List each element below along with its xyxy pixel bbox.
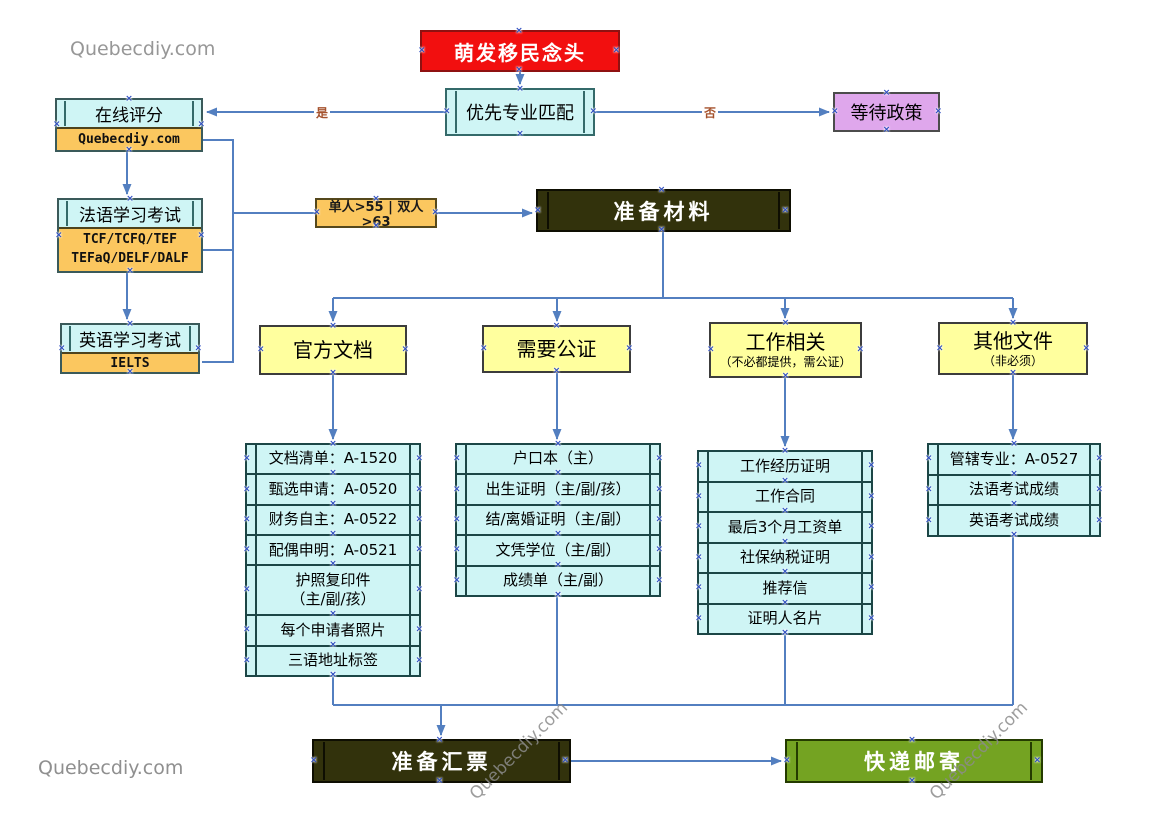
official-docs-title: 官方文档 <box>293 337 373 362</box>
french-exam-note-line2: TEFaQ/DELF/DALF <box>71 251 189 266</box>
selection-handle: × <box>243 514 251 525</box>
selection-handle: × <box>243 484 251 495</box>
list-item: 文档清单：A-1520××× <box>243 449 423 479</box>
selection-handle: × <box>707 344 715 355</box>
french-exam-title: 法语学习考试 <box>59 200 201 227</box>
list-item: 证明人名片××× <box>695 602 875 638</box>
notarize-list[interactable]: 户口本（主）×××出生证明（主/副/孩）×××结/离婚证明（主/副）×××文凭学… <box>453 440 663 600</box>
start-label: 萌发移民念头 <box>454 40 586 65</box>
prepare-draft-node[interactable]: 准备汇票 ×××× <box>310 736 571 786</box>
list-item: 社保纳税证明××× <box>695 541 875 577</box>
list-item: 法语考试成绩××× <box>925 473 1103 509</box>
selection-handle: × <box>257 344 265 355</box>
selection-handle: × <box>936 343 944 353</box>
french-exam-node[interactable]: 法语学习考试 TCF/TCFQ/TEF TEFaQ/DELF/DALF ×××× <box>55 195 205 276</box>
selection-handle: × <box>243 655 251 666</box>
list-item: 财务自主：A-0522××× <box>243 503 423 539</box>
selection-handle: × <box>418 45 428 56</box>
list-item: 每个申请者照片××× <box>243 614 423 649</box>
other-docs-header[interactable]: 其他文件 （非必须） ×××× <box>936 319 1090 378</box>
work-related-list[interactable]: 工作经历证明×××工作合同×××最后3个月工资单×××社保纳税证明×××推荐信×… <box>695 447 875 638</box>
list-item: 工作经历证明××× <box>695 456 875 486</box>
selection-handle: × <box>831 106 839 117</box>
work-related-header[interactable]: 工作相关 （不必都提供，需公证） ×××× <box>707 319 864 381</box>
list-item: 最后3个月工资单××× <box>695 511 875 546</box>
list-item: 工作合同××× <box>695 480 875 516</box>
other-docs-subtitle: （非必须） <box>982 353 1043 368</box>
notarize-header[interactable]: 需要公证 ×××× <box>480 322 633 376</box>
list-item: 配偶申明：A-0521××× <box>243 534 423 569</box>
work-related-title: 工作相关 <box>745 330 826 354</box>
selection-handle: × <box>453 484 461 495</box>
yes-label: 是 <box>314 104 331 121</box>
other-docs-title: 其他文件 <box>973 328 1053 353</box>
selection-handle: × <box>695 582 703 593</box>
selection-handle: × <box>453 575 461 586</box>
work-related-subtitle: （不必都提供，需公证） <box>719 355 852 369</box>
notarize-title: 需要公证 <box>516 336 597 361</box>
list-item: 甄选申请：A-0520××× <box>243 473 423 508</box>
selection-handle: × <box>453 453 461 464</box>
list-item: 三语地址标签××× <box>243 644 423 680</box>
selection-handle: × <box>534 205 546 215</box>
selection-handle: × <box>243 584 251 595</box>
english-exam-node[interactable]: 英语学习考试 IELTS ×××× <box>58 320 202 377</box>
official-docs-header[interactable]: 官方文档 ×××× <box>257 322 409 378</box>
wait-policy-label: 等待政策 <box>850 103 923 124</box>
score-threshold-label[interactable]: 单人>55 | 双人>63 ×××× <box>313 195 439 231</box>
online-score-node[interactable]: 在线评分 Quebecdiy.com ×××× <box>53 95 205 155</box>
selection-handle: × <box>453 544 461 555</box>
selection-handle: × <box>695 460 703 471</box>
score-threshold-text: 单人>55 | 双人>63 <box>328 200 424 230</box>
no-label: 否 <box>702 104 719 121</box>
wait-policy-node[interactable]: 等待政策 ×××× <box>831 89 942 135</box>
online-score-title: 在线评分 <box>57 100 201 127</box>
selection-handle: × <box>695 491 703 502</box>
english-exam-note: IELTS <box>62 352 198 372</box>
priority-match-label: 优先专业匹配 <box>466 103 574 124</box>
list-item: 文凭学位（主/副）××× <box>453 534 663 569</box>
selection-handle: × <box>925 515 933 526</box>
selection-handle: × <box>695 521 703 532</box>
online-score-note: Quebecdiy.com <box>57 127 201 150</box>
selection-handle: × <box>480 343 488 354</box>
list-item: 结/离婚证明（主/副）××× <box>453 503 663 539</box>
selection-handle: × <box>695 613 703 624</box>
prepare-materials-node[interactable]: 准备材料 ×××× <box>534 186 791 235</box>
selection-handle: × <box>695 552 703 563</box>
list-item: 英语考试成绩××× <box>925 504 1103 540</box>
selection-handle: × <box>925 453 933 464</box>
list-item: 管辖专业：A-0527××× <box>925 449 1103 479</box>
selection-handle: × <box>243 624 251 635</box>
list-item: 出生证明（主/副/孩）××× <box>453 473 663 508</box>
start-node[interactable]: 萌发移民念头 ×××× <box>418 27 620 75</box>
prepare-draft-label: 准备汇票 <box>391 750 492 774</box>
express-mail-label: 快递邮寄 <box>864 750 964 774</box>
official-docs-list[interactable]: 文档清单：A-1520×××甄选申请：A-0520×××财务自主：A-0522×… <box>243 440 423 680</box>
list-item: 护照复印件（主/副/孩）××× <box>243 564 423 619</box>
french-exam-note: TCF/TCFQ/TEF TEFaQ/DELF/DALF <box>59 227 201 271</box>
selection-handle: × <box>243 544 251 555</box>
selection-handle: × <box>783 755 795 766</box>
selection-handle: × <box>443 106 451 117</box>
french-exam-note-line1: TCF/TCFQ/TEF <box>83 232 177 248</box>
english-exam-title: 英语学习考试 <box>62 325 198 352</box>
selection-handle: × <box>310 755 322 766</box>
connectors <box>122 72 1018 766</box>
list-item: 推荐信××× <box>695 572 875 607</box>
selection-handle: × <box>243 453 251 464</box>
priority-match-node[interactable]: 优先专业匹配 ×××× <box>443 85 597 139</box>
prepare-materials-label: 准备材料 <box>613 199 714 224</box>
other-docs-list[interactable]: 管辖专业：A-0527×××法语考试成绩×××英语考试成绩××××× <box>925 440 1103 540</box>
selection-handle: × <box>453 514 461 525</box>
list-item: 成绩单（主/副）××× <box>453 564 663 600</box>
express-mail-node[interactable]: 快递邮寄 ×××× <box>783 736 1043 786</box>
list-item: 户口本（主）××× <box>453 449 663 479</box>
selection-handle: × <box>925 484 933 495</box>
